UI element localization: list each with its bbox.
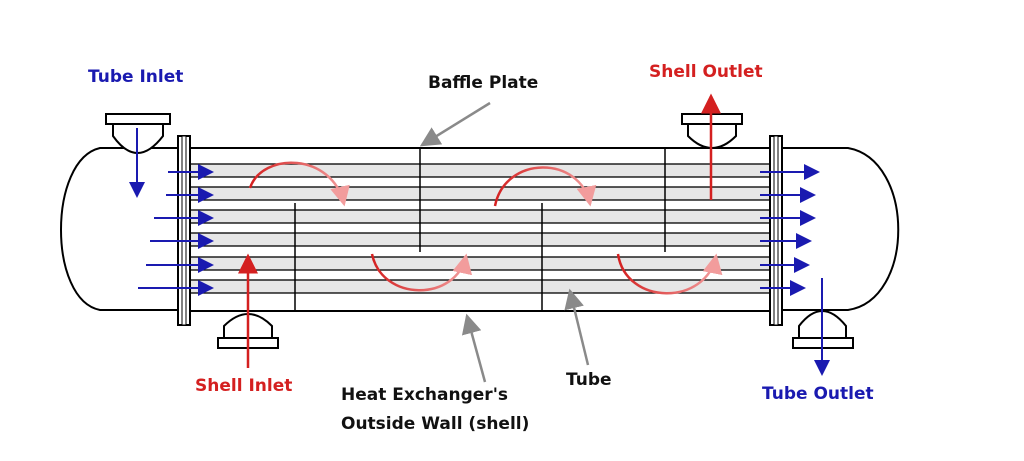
shell-wall-pointer: [461, 313, 487, 383]
tube-pointer: [564, 288, 590, 366]
outside-wall-label-line1: Heat Exchanger's: [341, 385, 509, 405]
tube: [189, 186, 771, 201]
left-head: [60, 147, 178, 311]
outside-wall-label-line2: Outside Wall (shell): [341, 414, 530, 434]
baffle-plate-label: Baffle Plate: [428, 73, 539, 93]
shell-outlet-label: Shell Outlet: [649, 62, 763, 82]
tube-label: Tube: [566, 370, 612, 390]
tube: [189, 209, 771, 224]
tube: [189, 256, 771, 271]
baffle-plate-pointer: [419, 101, 491, 147]
tube: [189, 163, 771, 178]
left-tube-sheet-inner: [181, 135, 187, 326]
tube: [189, 232, 771, 247]
baffle-plates: [294, 148, 666, 311]
shell-inlet-label: Shell Inlet: [195, 376, 293, 396]
right-tube-sheet-inner: [773, 135, 779, 326]
pointer-lines: [419, 101, 590, 383]
shell-flow-arrows: [238, 93, 723, 368]
tube-outlet-label: Tube Outlet: [762, 384, 874, 404]
tube-inlet-label: Tube Inlet: [88, 67, 184, 87]
tube-flow-arrows: [129, 128, 830, 376]
